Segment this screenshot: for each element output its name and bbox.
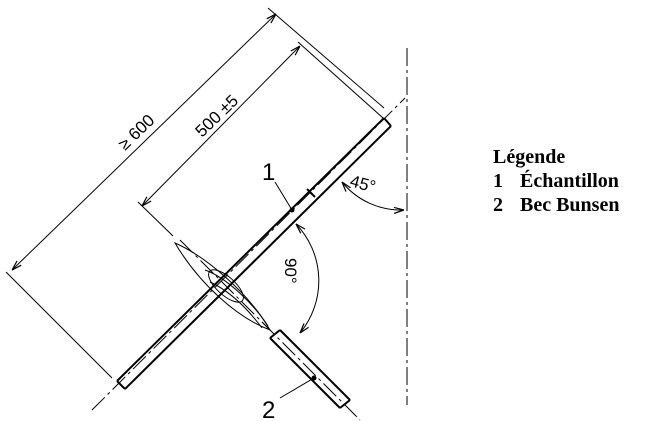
legend-item-label: Échantillon: [520, 170, 619, 192]
callout-1: 1: [262, 159, 295, 213]
dimension-overall-length: ≥ 600: [5, 7, 385, 379]
dimension-sample-length: 500 ±5: [137, 41, 384, 237]
callout-2-number: 2: [262, 397, 275, 421]
burner-axis-line: [179, 239, 271, 331]
sample-length-label: 500 ±5: [192, 91, 243, 141]
legend-title: Légende: [493, 146, 566, 168]
legend: Légende 1 Échantillon 2 Bec Bunsen: [493, 145, 619, 217]
legend-item: 1 Échantillon: [493, 169, 619, 193]
burner-flame: [173, 241, 272, 331]
overall-length-label: ≥ 600: [115, 111, 159, 154]
legend-item: 2 Bec Bunsen: [493, 193, 619, 217]
angle-45: 45°: [342, 172, 404, 211]
legend-item-label: Bec Bunsen: [520, 194, 620, 216]
callout-2: 2: [262, 375, 317, 421]
bunsen-burner-tube: [261, 321, 361, 421]
sample-strip: [116, 117, 392, 390]
angle-90-label: 90°: [281, 258, 300, 284]
legend-item-number: 2: [493, 194, 503, 216]
callout-1-number: 1: [262, 159, 275, 186]
angle-90: 90°: [281, 224, 320, 333]
legend-item-number: 1: [493, 170, 503, 192]
